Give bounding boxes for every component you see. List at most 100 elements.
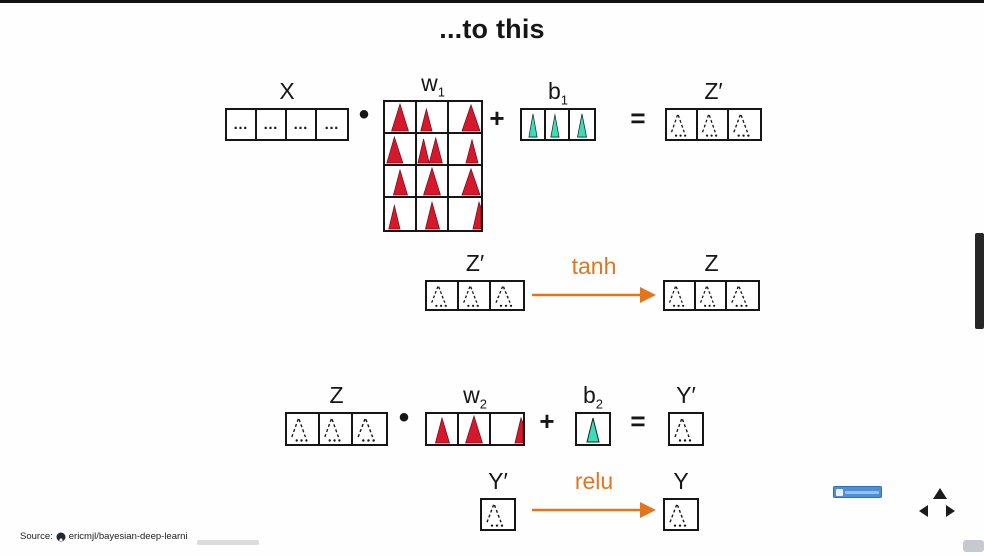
dotted-distribution-icon (357, 415, 375, 442)
dotted-distribution-icon (495, 283, 513, 307)
matrix-cell (670, 414, 702, 444)
matrix-w1-grid (383, 100, 483, 232)
matrix-cell (727, 282, 758, 309)
matrix-cell: … (287, 110, 317, 139)
matrix-y-prime-label: Y′ (676, 382, 696, 408)
matrix-relu-input-grid (480, 498, 516, 531)
dotted-distribution-icon (463, 283, 479, 307)
matrix-cell (449, 166, 481, 198)
dotted-distribution-icon (670, 111, 687, 137)
matrix-cell (417, 166, 449, 198)
matrix-cell: … (317, 110, 347, 139)
matrix-tanh-output-grid (663, 280, 760, 311)
ellipsis-placeholder: … (233, 116, 249, 133)
chip-line (845, 490, 879, 494)
matrix-tanh-input: Z′ (425, 250, 525, 311)
matrix-cell (729, 110, 760, 139)
matrix-cell (491, 282, 523, 309)
dotted-distribution-icon (699, 283, 716, 307)
ellipsis-placeholder: … (324, 116, 340, 133)
matrix-b2: b2 (575, 382, 611, 446)
teal-distribution-icon (586, 417, 600, 443)
matrix-tanh-input-label: Z′ (465, 250, 485, 276)
ellipsis-placeholder: … (263, 116, 279, 133)
matrix-b2-grid (575, 412, 611, 446)
matrix-y-prime-grid (668, 412, 704, 446)
matrix-x-grid: … … … … (225, 108, 349, 141)
dotted-distribution-icon (324, 415, 341, 442)
red-distribution-icon (461, 103, 481, 132)
ellipsis-placeholder: … (293, 116, 309, 133)
matrix-relu-output: Y (663, 468, 699, 531)
dotted-distribution-icon (668, 283, 685, 307)
matrix-cell (385, 134, 417, 166)
plus-operator: + (489, 103, 505, 133)
red-distribution-icon (388, 203, 401, 230)
matrix-b1-grid (520, 108, 596, 141)
nav-up-button[interactable] (933, 488, 947, 499)
matrix-cell (698, 110, 729, 139)
red-distribution-icon (423, 166, 441, 196)
matrix-b2-label: b2 (582, 382, 604, 412)
matrix-w2: w2 (425, 382, 525, 446)
matrix-tanh-input-grid (425, 280, 525, 311)
dotted-distribution-icon (733, 111, 750, 137)
red-distribution-icon (391, 102, 409, 132)
matrix-relu-output-grid (663, 498, 699, 531)
matrix-cell (459, 282, 491, 309)
red-distribution-icon (424, 200, 441, 230)
equals-operator: = (630, 103, 646, 133)
red-distribution-icon (465, 414, 483, 444)
matrix-cell: … (257, 110, 287, 139)
matrix-cell (570, 110, 594, 139)
red-distribution-icon (472, 200, 481, 230)
annotation-chip[interactable] (833, 486, 882, 498)
red-distribution-icon (434, 416, 451, 444)
red-distribution-icon (392, 168, 409, 196)
dotted-distribution-icon (486, 501, 504, 527)
matrix-cell (427, 282, 459, 309)
red-distribution-icon (465, 138, 479, 164)
scrollbar-thumb[interactable] (975, 233, 984, 329)
matrix-cell (427, 414, 459, 444)
matrix-cell (577, 414, 609, 444)
matrix-b1-label: b1 (547, 78, 569, 108)
matrix-cell (667, 110, 698, 139)
chip-icon (836, 488, 843, 496)
source-attribution: Source: ericmjl/bayesian-deep-learni (20, 531, 188, 542)
corner-handle[interactable] (963, 540, 984, 552)
github-icon (56, 532, 66, 541)
matrix-relu-input-label: Y′ (488, 468, 508, 494)
faded-text (197, 540, 259, 545)
dot-operator: • (358, 98, 370, 131)
slide-title: ...to this (439, 14, 545, 44)
nav-left-button[interactable] (919, 505, 928, 517)
dotted-distribution-icon (669, 501, 687, 527)
red-distribution-icon (420, 107, 433, 132)
matrix-cell (417, 134, 449, 166)
matrix-cell (482, 500, 514, 529)
matrix-cell (449, 198, 481, 230)
matrix-cell (320, 414, 353, 444)
matrix-cell (665, 500, 697, 529)
red-distribution-icon (386, 135, 404, 164)
top-border (0, 0, 984, 3)
plus-operator-2: + (539, 406, 555, 436)
nav-right-button[interactable] (946, 505, 955, 517)
matrix-z-prime-label: Z′ (704, 78, 723, 104)
relu-label: relu (574, 468, 614, 494)
dotted-distribution-icon (291, 415, 308, 442)
dotted-distribution-icon (731, 283, 748, 307)
red-distribution-icon (514, 416, 523, 444)
matrix-cell (353, 414, 386, 444)
red-distribution-icon (461, 167, 481, 196)
matrix-y-prime-result: Y′ (668, 382, 704, 446)
matrix-cell (459, 414, 491, 444)
teal-distribution-icon (528, 113, 538, 138)
matrix-cell: … (227, 110, 257, 139)
matrix-z2: Z (285, 382, 388, 446)
matrix-x: X ………… (225, 78, 349, 141)
matrix-cell (546, 110, 570, 139)
matrix-z-prime-result: Z′ (665, 78, 762, 141)
